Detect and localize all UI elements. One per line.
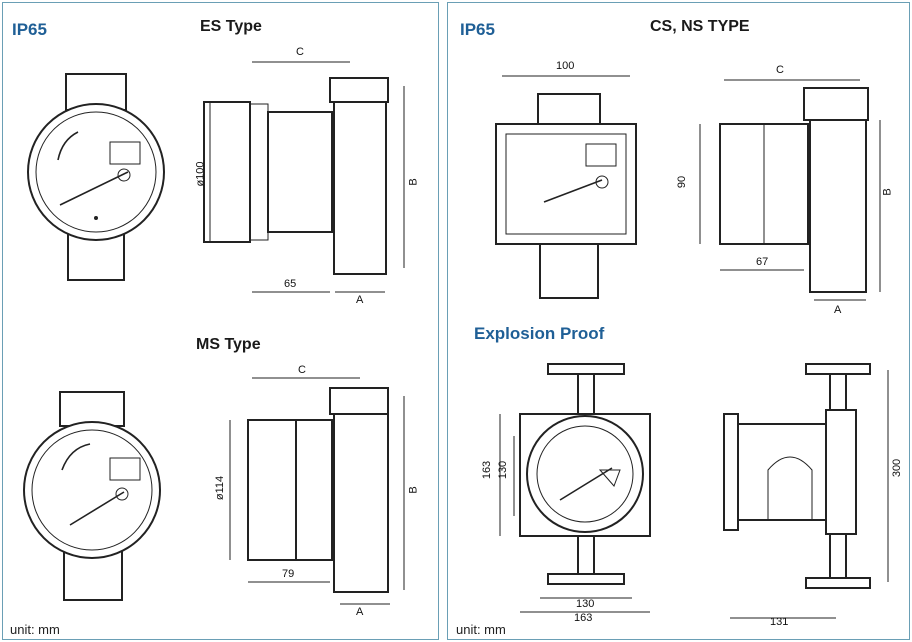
es-dim-a: A — [356, 294, 364, 306]
es-dim-b: B — [407, 178, 420, 186]
cs-dim-a: A — [834, 304, 842, 316]
left-panel — [2, 2, 439, 640]
right-ip-label: IP65 — [460, 20, 495, 39]
ex-side-view — [723, 363, 889, 619]
es-side-view — [203, 61, 405, 293]
es-type-title: ES Type — [200, 18, 262, 35]
ms-type-title: MS Type — [196, 336, 261, 353]
cs-dim-h: 90 — [676, 175, 689, 189]
cs-dim-w: 100 — [556, 60, 575, 72]
ms-side-view — [229, 377, 405, 605]
es-front-view — [27, 73, 165, 281]
es-dim-w: 65 — [284, 278, 297, 290]
ex-dim-w2: 163 — [574, 612, 593, 624]
ms-dim-a: A — [356, 606, 364, 618]
ex-dim-h3: 300 — [891, 458, 904, 478]
cs-dim-c: C — [776, 64, 784, 76]
ms-dim-w: 79 — [282, 568, 295, 580]
left-ip-label: IP65 — [12, 20, 47, 39]
ms-dim-dia: ø114 — [214, 475, 227, 501]
cs-side-view — [699, 79, 881, 301]
ms-dim-c: C — [298, 364, 306, 376]
cs-front-view — [495, 75, 637, 299]
ex-dim-w3: 131 — [770, 616, 789, 628]
left-unit-label: unit: mm — [10, 622, 60, 637]
es-dim-dia: ø100 — [194, 161, 207, 187]
explosion-proof-title: Explosion Proof — [474, 324, 605, 343]
cs-dim-b: B — [881, 188, 894, 196]
ex-dim-h2: 130 — [497, 460, 510, 480]
right-panel — [447, 2, 910, 640]
right-unit-label: unit: mm — [456, 622, 506, 637]
ex-dim-h1: 163 — [481, 460, 494, 480]
ex-dim-w1: 130 — [576, 598, 595, 610]
ms-front-view — [23, 391, 161, 601]
ex-front-view — [499, 363, 651, 613]
cs-dim-d: 67 — [756, 256, 769, 268]
ms-dim-b: B — [407, 486, 420, 494]
cs-ns-type-title: CS, NS TYPE — [650, 18, 750, 35]
es-dim-c: C — [296, 46, 304, 58]
